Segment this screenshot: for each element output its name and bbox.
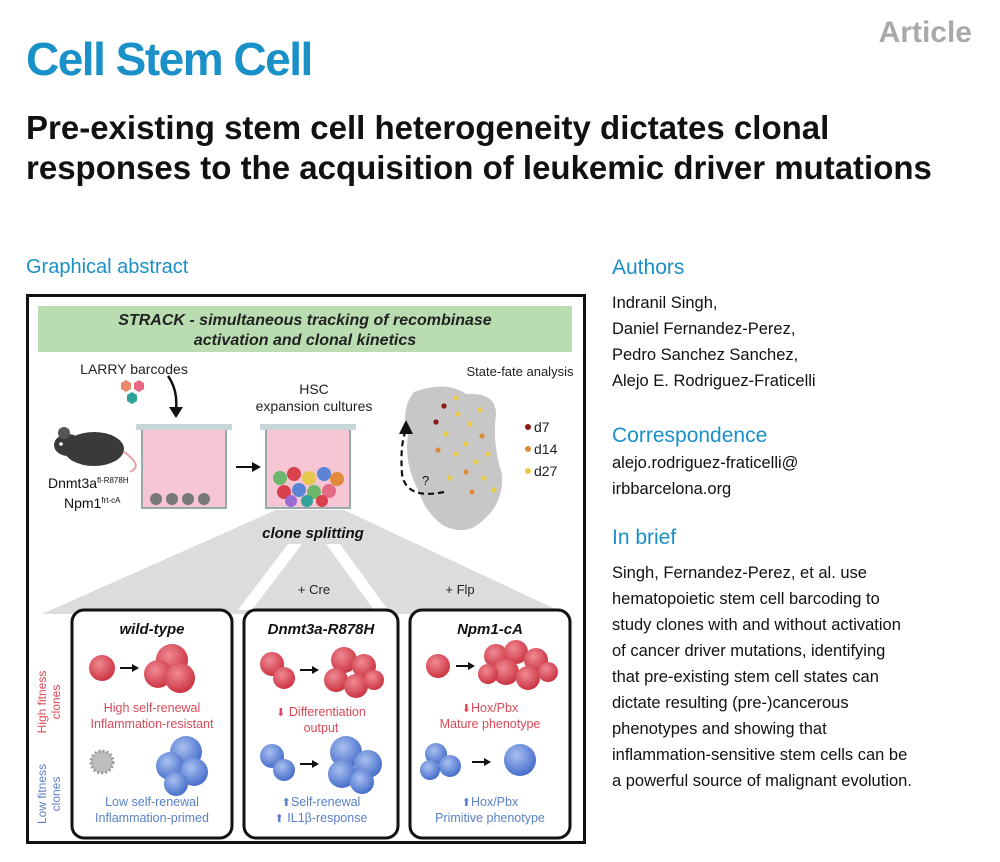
brief-line: that pre-existing stem cell states can	[612, 668, 879, 686]
npm-bot2: Primitive phenotype	[435, 811, 545, 825]
clone-split-cone	[42, 510, 566, 614]
barcode-icon	[121, 380, 144, 404]
umap-points	[433, 395, 497, 495]
article-title: Pre-existing stem cell heterogeneity dic…	[26, 109, 932, 186]
brief-line: study clones with and without activation	[612, 616, 901, 634]
mouse-gene2: Npm1frt-cA	[64, 495, 121, 511]
mouse-gene1: Dnmt3afl-R878H	[48, 475, 129, 491]
panel-dnmt3a: Dnmt3a-R878H ⬇ Differentiation output ⬆S…	[242, 608, 400, 840]
graphical-abstract-figure: STRACK - simultaneous tracking of recomb…	[26, 294, 586, 844]
brief-line: a powerful source of malignant evolution…	[612, 772, 912, 790]
panel-title-wild-type: wild-type	[119, 621, 184, 638]
high-fitness-label-2: clones	[49, 685, 63, 720]
brief-line: phenotypes and showing that	[612, 720, 827, 738]
brief-line: Singh, Fernandez-Perez, et al. use	[612, 564, 867, 582]
wt-bot2: Inflammation-primed	[95, 811, 209, 825]
legend-dot-d27	[525, 468, 531, 474]
panel-wild-type: wild-type High self-renewal Inflammation…	[70, 608, 234, 840]
low-fitness-label-1: Low fitness	[35, 764, 49, 824]
wt-top2: Inflammation-resistant	[91, 717, 214, 731]
authors-heading: Authors	[612, 256, 685, 279]
graphical-abstract-heading: Graphical abstract	[26, 256, 189, 278]
author-name: Daniel Fernandez-Perez,	[612, 320, 796, 338]
author-name: Indranil Singh,	[612, 294, 718, 312]
dnmt-top1: ⬇ Differentiation	[276, 705, 366, 719]
trajectory-arrow	[400, 429, 445, 495]
panel-title-npm1: Npm1-cA	[457, 621, 523, 638]
clone-splitting-label: clone splitting	[262, 525, 364, 542]
strack-banner	[38, 306, 572, 352]
brief-line: of cancer driver mutations, identifying	[612, 642, 886, 660]
npm-bot1: ⬆Hox/Pbx	[462, 795, 519, 809]
npm-top1: ⬇Hox/Pbx	[462, 701, 519, 715]
hsc-label-2: expansion cultures	[256, 398, 373, 414]
correspondence-heading: Correspondence	[612, 424, 768, 447]
dnmt-bot1: ⬆Self-renewal	[282, 795, 361, 809]
author-name: Alejo E. Rodriguez-Fraticelli	[612, 372, 816, 390]
brief-line: inflammation-sensitive stem cells can be	[612, 746, 908, 764]
brief-line: dictate resulting (pre-)cancerous	[612, 694, 849, 712]
larry-arrow	[166, 375, 178, 411]
graphical-abstract-svg: STRACK - simultaneous tracking of recomb…	[26, 294, 586, 844]
authors-list: Indranil Singh, Daniel Fernandez-Perez, …	[612, 290, 816, 394]
panel-title-dnmt3a: Dnmt3a-R878H	[268, 621, 376, 638]
legend-d27: d27	[534, 463, 558, 479]
dnmt-top2: output	[304, 721, 339, 735]
article-type-label: Article	[878, 16, 972, 49]
banner-line2: activation and clonal kinetics	[194, 332, 416, 349]
culture-dish-2	[260, 424, 356, 509]
email-line: irbbarcelona.org	[612, 480, 732, 498]
wt-top1: High self-renewal	[104, 701, 201, 715]
brief-line: hematopoietic stem cell barcoding to	[612, 590, 880, 608]
wt-bot1: Low self-renewal	[105, 795, 199, 809]
journal-name: Cell Stem Cell	[26, 33, 313, 85]
in-brief-text: Singh, Fernandez-Perez, et al. use hemat…	[612, 560, 982, 794]
hsc-label-1: HSC	[299, 381, 329, 397]
mouse-icon	[54, 427, 137, 473]
low-fitness-label-2: clones	[49, 777, 63, 812]
npm-top2: Mature phenotype	[440, 717, 541, 731]
legend-dot-d14	[525, 446, 531, 452]
in-brief-heading: In brief	[612, 526, 677, 549]
author-name: Pedro Sanchez Sanchez,	[612, 346, 799, 364]
question-mark: ?	[422, 473, 429, 488]
high-fitness-label-1: High fitness	[35, 671, 49, 734]
banner-line1: STRACK - simultaneous tracking of recomb…	[118, 312, 492, 329]
cre-label: + Cre	[298, 582, 330, 597]
state-fate-label: State-fate analysis	[467, 364, 574, 379]
legend-dot-d7	[525, 424, 531, 430]
larry-label: LARRY barcodes	[80, 361, 188, 377]
dnmt-bot2: ⬆ IL1β-response	[275, 811, 368, 825]
legend-d7: d7	[534, 419, 550, 435]
culture-dish-1	[136, 424, 232, 509]
email-line: alejo.rodriguez-fraticelli@	[612, 454, 799, 472]
flp-label: + Flp	[445, 582, 474, 597]
panel-npm1: Npm1-cA ⬇Hox/Pbx Mature phenotype ⬆Hox/P…	[408, 608, 572, 840]
correspondence-email[interactable]: alejo.rodriguez-fraticelli@ irbbarcelona…	[612, 450, 798, 502]
legend-d14: d14	[534, 441, 558, 457]
